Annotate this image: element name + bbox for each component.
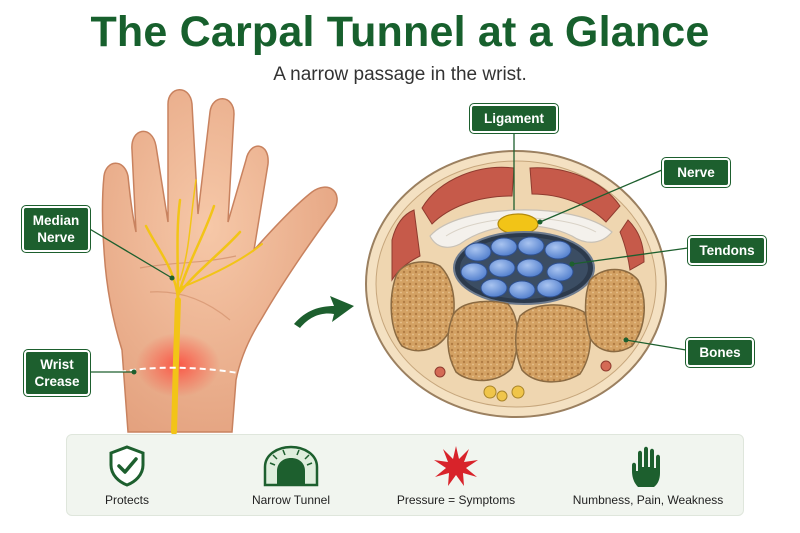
legend-item-protects: Protects: [77, 441, 177, 511]
bones-label: Bones: [686, 338, 754, 367]
hand-silhouette: [101, 89, 338, 433]
carpal-bones: [390, 261, 645, 383]
tunnel-icon: [263, 445, 319, 487]
page-subtitle: A narrow passage in the wrist.: [273, 64, 527, 85]
nerve-label: Nerve: [662, 158, 730, 187]
legend-label: Protects: [104, 493, 149, 507]
wrist-crease-label: Wrist Crease: [24, 350, 90, 396]
legend-item-symptoms: Numbness, Pain, Weakness: [563, 441, 733, 511]
hand-icon: [632, 446, 660, 487]
legend-label: Numbness, Pain, Weakness: [572, 493, 724, 507]
hand-drawing: [101, 89, 338, 435]
leader-lines: [87, 128, 689, 373]
nerve-oval: [497, 213, 539, 235]
page-title: The Carpal Tunnel at a Glance: [90, 8, 710, 56]
median-nerve-drawing: [144, 179, 263, 435]
legend-label: Narrow Tunnel: [251, 493, 331, 507]
small-structures: [434, 360, 612, 402]
ligament-label: Ligament: [470, 104, 558, 133]
legend-panel: Protects Narrow Tunnel Pressure = Sympto…: [66, 434, 744, 516]
legend-item-pressure: Pressure = Symptoms: [381, 441, 531, 511]
tendons-label: Tendons: [688, 236, 766, 265]
legend-item-narrow-tunnel: Narrow Tunnel: [231, 441, 351, 511]
tendon-bundle: [460, 236, 574, 300]
shield-check-icon: [109, 445, 145, 487]
leader-dots: [131, 219, 629, 375]
wrist-crease-line: [119, 366, 245, 375]
cross-section-drawing: [365, 150, 667, 418]
ligament-band: [429, 209, 613, 248]
burst-icon: [434, 446, 478, 486]
median-nerve-label: Median Nerve: [22, 206, 90, 252]
muscle-left: [421, 166, 515, 225]
muscle-right: [529, 167, 621, 223]
legend-label: Pressure = Symptoms: [396, 493, 516, 507]
arrow-icon: [294, 296, 354, 328]
